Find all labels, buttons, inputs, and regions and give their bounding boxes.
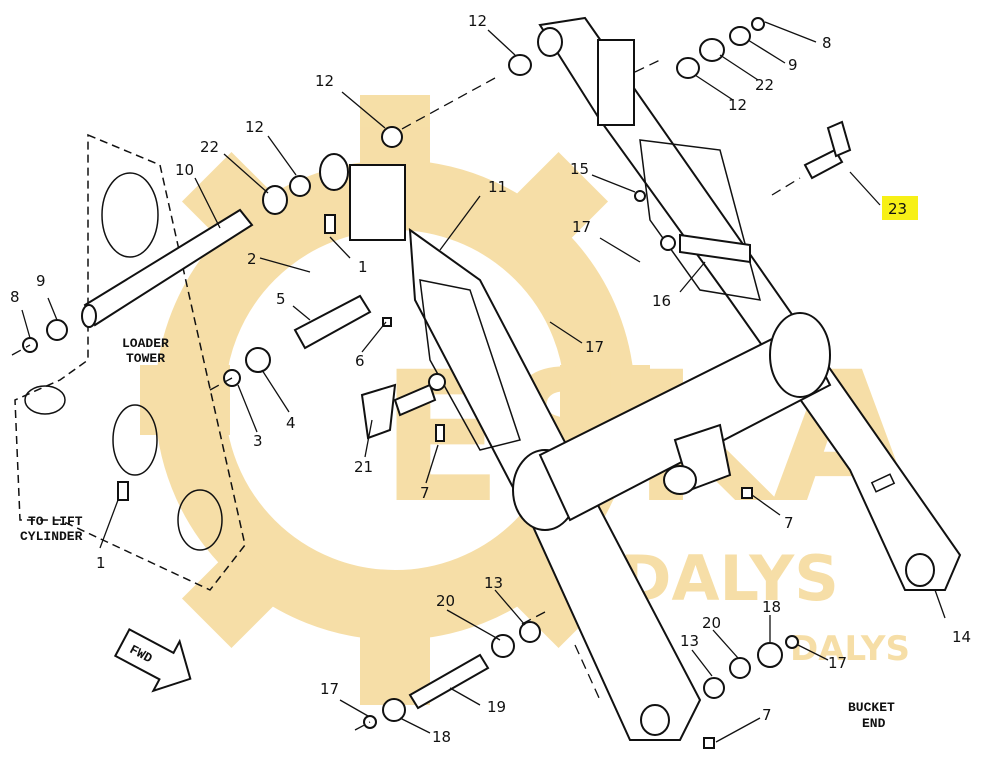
plate-21 (360, 373, 446, 440)
callout-21: 21 (354, 458, 373, 476)
callout-7: 7 (762, 706, 772, 724)
callout-9: 9 (36, 272, 46, 290)
callout-17: 17 (828, 654, 847, 672)
loader-tower (14, 133, 246, 591)
block-16 (660, 233, 751, 264)
callout-3: 3 (253, 432, 263, 450)
callout-7: 7 (420, 484, 430, 502)
callout-13: 13 (484, 574, 503, 592)
callouts: 12 8 9 22 12 12 12 22 10 15 23 11 17 1 2… (10, 12, 971, 746)
callout-11: 11 (488, 178, 507, 196)
leader-lines (21, 21, 946, 743)
callout-22: 22 (755, 76, 774, 94)
cross-tube (538, 312, 832, 522)
callout-7: 7 (784, 514, 794, 532)
watermark-sub: DALYS (620, 542, 839, 615)
callout-20: 20 (436, 592, 455, 610)
bracket (319, 153, 406, 241)
callout-2: 2 (247, 250, 257, 268)
lift-arm-upper (537, 16, 962, 591)
callout-17: 17 (572, 218, 591, 236)
pin-19 (363, 621, 541, 729)
watermark-sub2: DALYS (790, 629, 910, 669)
axis-lines (11, 59, 801, 731)
callout-8: 8 (822, 34, 832, 52)
bucket-end-label-line2: END (862, 716, 886, 731)
callout-17: 17 (585, 338, 604, 356)
callout-18: 18 (762, 598, 781, 616)
callout-9: 9 (788, 56, 798, 74)
callout-6: 6 (355, 352, 365, 370)
bucket-end-label-line1: BUCKET (848, 700, 895, 715)
fittings (117, 190, 753, 749)
callout-18: 18 (432, 728, 451, 746)
callout-1: 1 (358, 258, 368, 276)
fwd-arrow: FWD (113, 628, 192, 693)
callout-13: 13 (680, 632, 699, 650)
callout-16: 16 (652, 292, 671, 310)
diagram-texts: LOADER TOWER TO LIFT CYLINDER BUCKET END (20, 336, 895, 731)
callout-12: 12 (245, 118, 264, 136)
top-pins (381, 17, 765, 148)
callout-12: 12 (468, 12, 487, 30)
callout-23: 23 (888, 200, 907, 218)
callout-1: 1 (96, 554, 106, 572)
callout-12: 12 (315, 72, 334, 90)
loader-tower-label-line2: TOWER (126, 351, 165, 366)
lift-cylinder-label-line2: CYLINDER (20, 529, 83, 544)
callout-14: 14 (952, 628, 971, 646)
callout-12: 12 (728, 96, 747, 114)
callout-4: 4 (286, 414, 296, 432)
callout-8: 8 (10, 288, 20, 306)
callout-22: 22 (200, 138, 219, 156)
lift-cylinder-label-line1: TO LIFT (28, 514, 83, 529)
pin-10 (22, 175, 311, 353)
pin-23 (803, 120, 852, 180)
loader-tower-label-line1: LOADER (122, 336, 169, 351)
bucket-end-pins (703, 635, 799, 699)
callout-5: 5 (276, 290, 286, 308)
callout-19: 19 (487, 698, 506, 716)
arm-slot (870, 473, 896, 493)
callout-17: 17 (320, 680, 339, 698)
callout-10: 10 (175, 161, 194, 179)
callout-23-highlight (882, 196, 918, 220)
callout-15: 15 (570, 160, 589, 178)
callout-20: 20 (702, 614, 721, 632)
